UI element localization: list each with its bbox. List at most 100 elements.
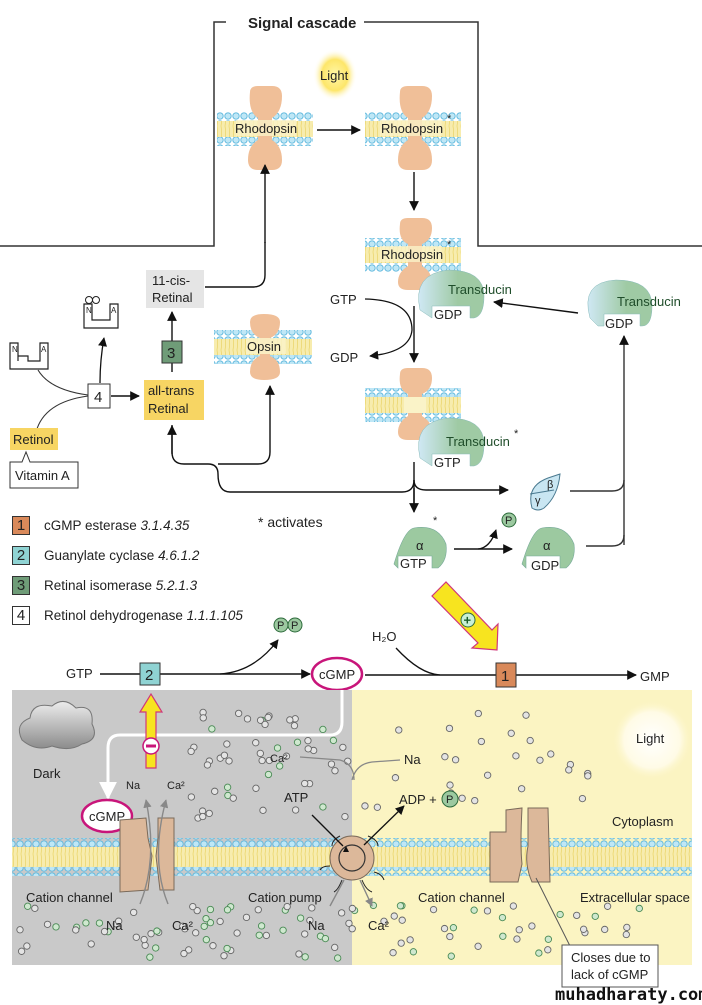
cgmp-flow-arrow bbox=[99, 690, 344, 800]
calcium-ion bbox=[396, 902, 405, 910]
sodium-ion bbox=[301, 930, 309, 938]
sodium-ion bbox=[573, 911, 581, 920]
sodium-ion bbox=[292, 806, 300, 814]
calcium-ion bbox=[409, 948, 418, 956]
calcium-ion bbox=[152, 944, 160, 952]
line-retinol-in bbox=[35, 395, 89, 433]
calcium-ion bbox=[447, 952, 455, 960]
sodium-ion bbox=[199, 812, 207, 821]
light-sun-icon bbox=[313, 49, 357, 101]
sodium-ion bbox=[209, 942, 217, 950]
cation-channel-closed bbox=[489, 807, 551, 883]
gtp-gdp-exchange-arrow bbox=[364, 298, 413, 360]
svg-text:β: β bbox=[547, 479, 553, 491]
svg-text:A: A bbox=[111, 306, 117, 315]
sodium-ion bbox=[264, 713, 272, 722]
legend-ec-3: 5.2.1.3 bbox=[155, 577, 198, 593]
adp-phosphate-icon bbox=[441, 790, 459, 808]
svg-text:*: * bbox=[447, 113, 452, 125]
line-nad-in bbox=[37, 369, 89, 396]
dark-label: Dark bbox=[33, 766, 61, 781]
cation-channel-right-label: Cation channel bbox=[418, 890, 505, 905]
svg-text:α: α bbox=[416, 538, 424, 553]
sodium-ion bbox=[258, 756, 266, 765]
phosphate-icon: P bbox=[501, 512, 517, 528]
sodium-ion bbox=[446, 781, 454, 789]
calcium-ion bbox=[319, 725, 327, 734]
svg-text:Transducin: Transducin bbox=[448, 282, 512, 297]
sodium-ion bbox=[16, 926, 24, 934]
sodium-ion bbox=[471, 796, 479, 805]
sodium-ion bbox=[114, 917, 123, 925]
sodium-ion bbox=[579, 925, 588, 933]
sodium-ion bbox=[507, 729, 515, 737]
calcium-ion bbox=[200, 922, 208, 930]
calcium-ion bbox=[223, 944, 231, 953]
line-alpha-gdp-recycle bbox=[586, 534, 625, 547]
dark-cloud-icon bbox=[18, 701, 95, 750]
calcium-ion bbox=[635, 904, 643, 913]
sodium-ion bbox=[225, 757, 233, 765]
rhodopsin-4 bbox=[365, 368, 461, 440]
pyrophosphate-icon: P P bbox=[273, 617, 303, 633]
sodium-ion bbox=[23, 942, 31, 950]
sodium-ion bbox=[526, 736, 534, 745]
calcium-ion bbox=[264, 770, 273, 779]
enzyme-3-box bbox=[161, 340, 183, 364]
enzyme-3-number: 3 bbox=[167, 345, 175, 362]
calcium-ion bbox=[273, 744, 282, 752]
legend-name-4: Retinol dehydrogenase bbox=[44, 607, 187, 623]
sodium-ion bbox=[261, 720, 269, 729]
calcium-ion bbox=[257, 922, 266, 930]
sodium-ion bbox=[528, 922, 536, 930]
sodium-ion bbox=[512, 752, 520, 760]
enzyme-1-box bbox=[495, 662, 517, 688]
sodium-ion bbox=[373, 803, 382, 811]
svg-text:A: A bbox=[41, 345, 47, 354]
sodium-ion bbox=[252, 739, 260, 747]
sodium-ion bbox=[242, 913, 251, 922]
sodium-ion bbox=[203, 761, 212, 769]
arrow-ppi-release bbox=[219, 639, 279, 675]
enzyme-legend: 1 cGMP esterase 3.1.4.35 2 Guanylate cyc… bbox=[12, 510, 243, 630]
sodium-ion bbox=[361, 802, 369, 810]
sodium-ion bbox=[544, 946, 552, 954]
rhodopsin-1: Rhodopsin bbox=[217, 86, 313, 170]
cgmp-label-top: cGMP bbox=[319, 667, 355, 682]
sodium-ion bbox=[295, 950, 303, 958]
extracellular-label: Extracellular space bbox=[580, 890, 690, 905]
legend-swatch-3: 3 bbox=[12, 575, 30, 595]
svg-text:*: * bbox=[447, 239, 452, 251]
light-label-bottom: Light bbox=[636, 731, 665, 746]
watermark: muhadharaty.com bbox=[555, 985, 702, 1005]
activation-arrow-plus: + bbox=[431, 581, 499, 651]
sodium-ion bbox=[536, 756, 544, 764]
sodium-ion bbox=[429, 905, 438, 914]
atp-label: ATP bbox=[284, 790, 308, 805]
sodium-ion bbox=[441, 753, 449, 761]
calcium-ion bbox=[202, 914, 210, 923]
sodium-ion bbox=[140, 935, 148, 944]
sodium-ion bbox=[180, 949, 188, 958]
calcium-ion bbox=[591, 912, 599, 920]
sodium-ion bbox=[477, 737, 486, 746]
sodium-ion bbox=[262, 931, 271, 940]
sodium-ion bbox=[565, 766, 573, 774]
transducin-gdp-bound: Transducin GDP bbox=[418, 269, 512, 322]
legend-item-2: 2 Guanylate cyclase 4.6.1.2 bbox=[12, 540, 243, 570]
sodium-ion bbox=[474, 709, 482, 718]
sodium-ion bbox=[205, 809, 213, 818]
legend-ec-4: 1.1.1.105 bbox=[186, 607, 243, 623]
light-sun-bottom-icon bbox=[612, 700, 692, 780]
sodium-ion bbox=[17, 947, 26, 955]
sodium-ion bbox=[304, 737, 312, 745]
svg-text:GTP: GTP bbox=[400, 556, 427, 571]
na-right-label: Na bbox=[404, 752, 421, 767]
arrow-to-beta-gamma bbox=[413, 479, 509, 495]
sodium-ion bbox=[252, 784, 260, 792]
svg-text:γ: γ bbox=[535, 495, 541, 507]
closes-pointer bbox=[535, 877, 571, 947]
svg-text:α: α bbox=[543, 538, 551, 553]
closes-callout-box bbox=[561, 944, 659, 988]
